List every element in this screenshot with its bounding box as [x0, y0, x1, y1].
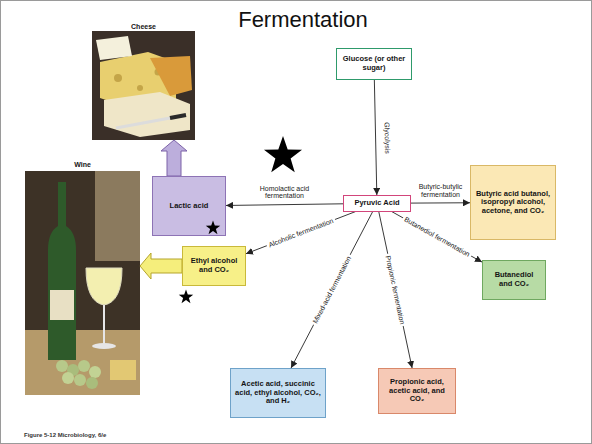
product-label: Acetic acid, succinic acid, ethyl alcoho… — [235, 380, 321, 406]
pathway-label: Propionic fermentation — [384, 253, 407, 327]
figure-caption: Figure 5-12 Microbiology, 6/e — [24, 431, 106, 439]
pathway-arrow — [374, 80, 376, 195]
white-cheese — [104, 92, 190, 137]
knife-handle — [170, 115, 186, 118]
product-label: Propionic acid, acetic acid, and CO₂ — [383, 378, 451, 404]
product-label: Glucose (or other sugar) — [341, 55, 407, 72]
product-label: Butyric acid butanol, isopropyl alcohol,… — [475, 190, 551, 216]
window-light — [95, 171, 140, 261]
photo-backdrop — [25, 171, 140, 395]
pathway-arrow — [392, 212, 482, 262]
product-box: Acetic acid, succinic acid, ethyl alcoho… — [230, 368, 326, 418]
orange-cheese — [150, 56, 192, 96]
product-label: Butanediol and CO₂ — [487, 271, 541, 288]
grape — [78, 360, 90, 372]
grape — [89, 366, 101, 378]
photo-heading: Cheese — [131, 22, 156, 31]
pathway-label: Glycolysis — [382, 120, 390, 156]
photo-backdrop — [92, 31, 195, 140]
bottle-label — [50, 290, 74, 320]
product-box: Ethyl alcohol and CO₂ — [182, 246, 246, 286]
star-mark — [179, 289, 193, 303]
photo-panel: Wine — [25, 160, 140, 395]
product-label: Ethyl alcohol and CO₂ — [187, 257, 241, 274]
star-mark — [206, 220, 220, 234]
star-mark — [264, 136, 302, 172]
pathway-label: Homolactic acid fermentation — [254, 185, 316, 200]
knife-blade — [116, 118, 170, 128]
wine-glass-bowl — [86, 268, 122, 305]
pathway-label: Butanediol fermentation — [401, 214, 473, 259]
pathway-label: Alcoholic fermentation — [265, 216, 336, 249]
block-arrow — [161, 140, 187, 176]
block-arrow — [140, 253, 182, 279]
pathway-label: Butyric-butylic fermentation — [412, 183, 470, 198]
photo-heading: Wine — [74, 160, 91, 169]
wine-photo — [25, 171, 140, 395]
cheese-piece — [110, 360, 136, 380]
cheese-hole — [137, 85, 143, 91]
product-label: Lactic acid — [170, 202, 209, 211]
slide-title: Fermentation — [200, 7, 406, 33]
cheese-photo — [92, 31, 195, 140]
pathway-arrow — [411, 202, 470, 203]
cheese-hole — [114, 74, 122, 82]
photo-panel: Cheese — [92, 22, 195, 140]
grape — [86, 377, 98, 389]
pathway-arrow — [379, 212, 412, 368]
product-box: Butanediol and CO₂ — [482, 260, 546, 300]
wine-glass-stem — [103, 305, 105, 344]
grape — [74, 374, 86, 386]
table-top — [25, 330, 140, 395]
product-box: Propionic acid, acetic acid, and CO₂ — [378, 368, 456, 414]
pathway-label: Mixed-acid fermentation — [310, 253, 353, 326]
product-box: Butyric acid butanol, isopropyl alcohol,… — [470, 165, 556, 240]
pathway-arrow — [246, 212, 355, 254]
hub-box: Pyruvic Acid — [343, 195, 411, 212]
cheese-wedge — [96, 36, 132, 60]
grape — [56, 360, 68, 372]
grape — [62, 372, 74, 384]
wine-bottle — [48, 182, 76, 360]
substrate-box: Glucose (or other sugar) — [336, 48, 412, 80]
pathway-arrow — [226, 204, 343, 206]
product-label: Pyruvic Acid — [354, 199, 399, 208]
wine-glass-base — [92, 343, 116, 349]
connector-group — [140, 80, 482, 368]
